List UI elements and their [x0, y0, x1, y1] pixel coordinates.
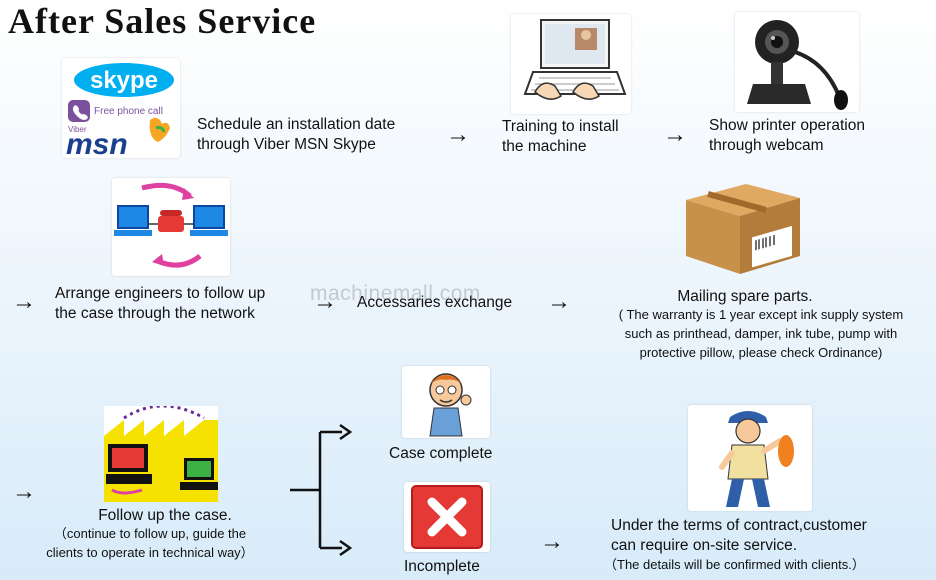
factory-computers-illustration	[104, 404, 218, 502]
step-onsite-note: （The details will be confirmed with clie…	[604, 557, 865, 572]
step-accessories-text: Accessaries exchange	[357, 294, 513, 311]
mailing-note-2: such as printhead, damper, ink tube, pum…	[624, 326, 898, 341]
follow-note-2: clients to operate in technical way）	[46, 545, 254, 560]
arrow-icon: →	[663, 121, 687, 148]
step-follow-notes: （continue to follow up, guide the client…	[25, 524, 275, 562]
arrow-icon: →	[446, 121, 470, 148]
webcam-line-2: through webcam	[709, 137, 824, 154]
step-mailing-notes: ( The warranty is 1 year except ink supp…	[588, 305, 934, 362]
step-follow-title: Follow up the case.	[98, 507, 232, 524]
network-computers-illustration	[112, 178, 230, 276]
training-line-2: the machine	[502, 138, 587, 155]
page-title: After Sales Service	[8, 1, 317, 41]
step-training-text: Training to install the machine	[502, 117, 652, 157]
step-schedule-text: Schedule an installation date through Vi…	[197, 115, 437, 155]
incomplete-illustration	[404, 482, 490, 552]
step-complete-text: Case complete	[389, 445, 493, 462]
onsite-line-2: can require on-site service.	[611, 537, 798, 554]
skype-logo-text: skype	[90, 67, 158, 94]
messenger-logos: skype Free phone call Viber msn	[62, 58, 180, 161]
schedule-line-1: Schedule an installation date	[197, 116, 396, 133]
step-arrange-text: Arrange engineers to follow up the case …	[55, 284, 315, 324]
arrow-icon: →	[12, 288, 36, 315]
arrange-line-2: the case through the network	[55, 305, 255, 322]
msn-logo-text: msn	[66, 128, 128, 158]
mailing-note-1: ( The warranty is 1 year except ink supp…	[618, 307, 904, 322]
watermark-text: machinemall.com	[310, 282, 481, 305]
arrange-line-1: Arrange engineers to follow up	[55, 285, 266, 302]
step-incomplete-text: Incomplete	[404, 558, 480, 575]
schedule-line-2: through Viber MSN Skype	[197, 136, 376, 153]
engineer-illustration	[688, 405, 812, 511]
step-mailing-title: Mailing spare parts.	[677, 288, 813, 305]
webcam-line-1: Show printer operation	[709, 117, 865, 134]
arrow-icon: →	[313, 288, 337, 315]
arrow-icon: →	[12, 478, 36, 505]
step-onsite-text: Under the terms of contract,customer can…	[611, 516, 931, 556]
step-webcam-text: Show printer operation through webcam	[709, 116, 909, 156]
arrow-icon: →	[540, 528, 564, 555]
free-call-text: Free phone call	[94, 106, 163, 117]
cartoon-thinker-illustration	[402, 366, 490, 438]
viber-text: Viber	[68, 125, 87, 134]
branch-connector	[290, 423, 353, 557]
onsite-line-1: Under the terms of contract,customer	[611, 517, 867, 534]
webcam-illustration	[735, 12, 859, 112]
training-line-1: Training to install	[502, 118, 619, 135]
follow-note-1: （continue to follow up, guide the	[53, 526, 247, 541]
parcel-box-illustration	[680, 178, 806, 278]
training-laptop-illustration	[511, 14, 631, 114]
arrow-icon: →	[547, 288, 571, 315]
mailing-note-3: protective pillow, please check Ordinanc…	[639, 345, 883, 360]
